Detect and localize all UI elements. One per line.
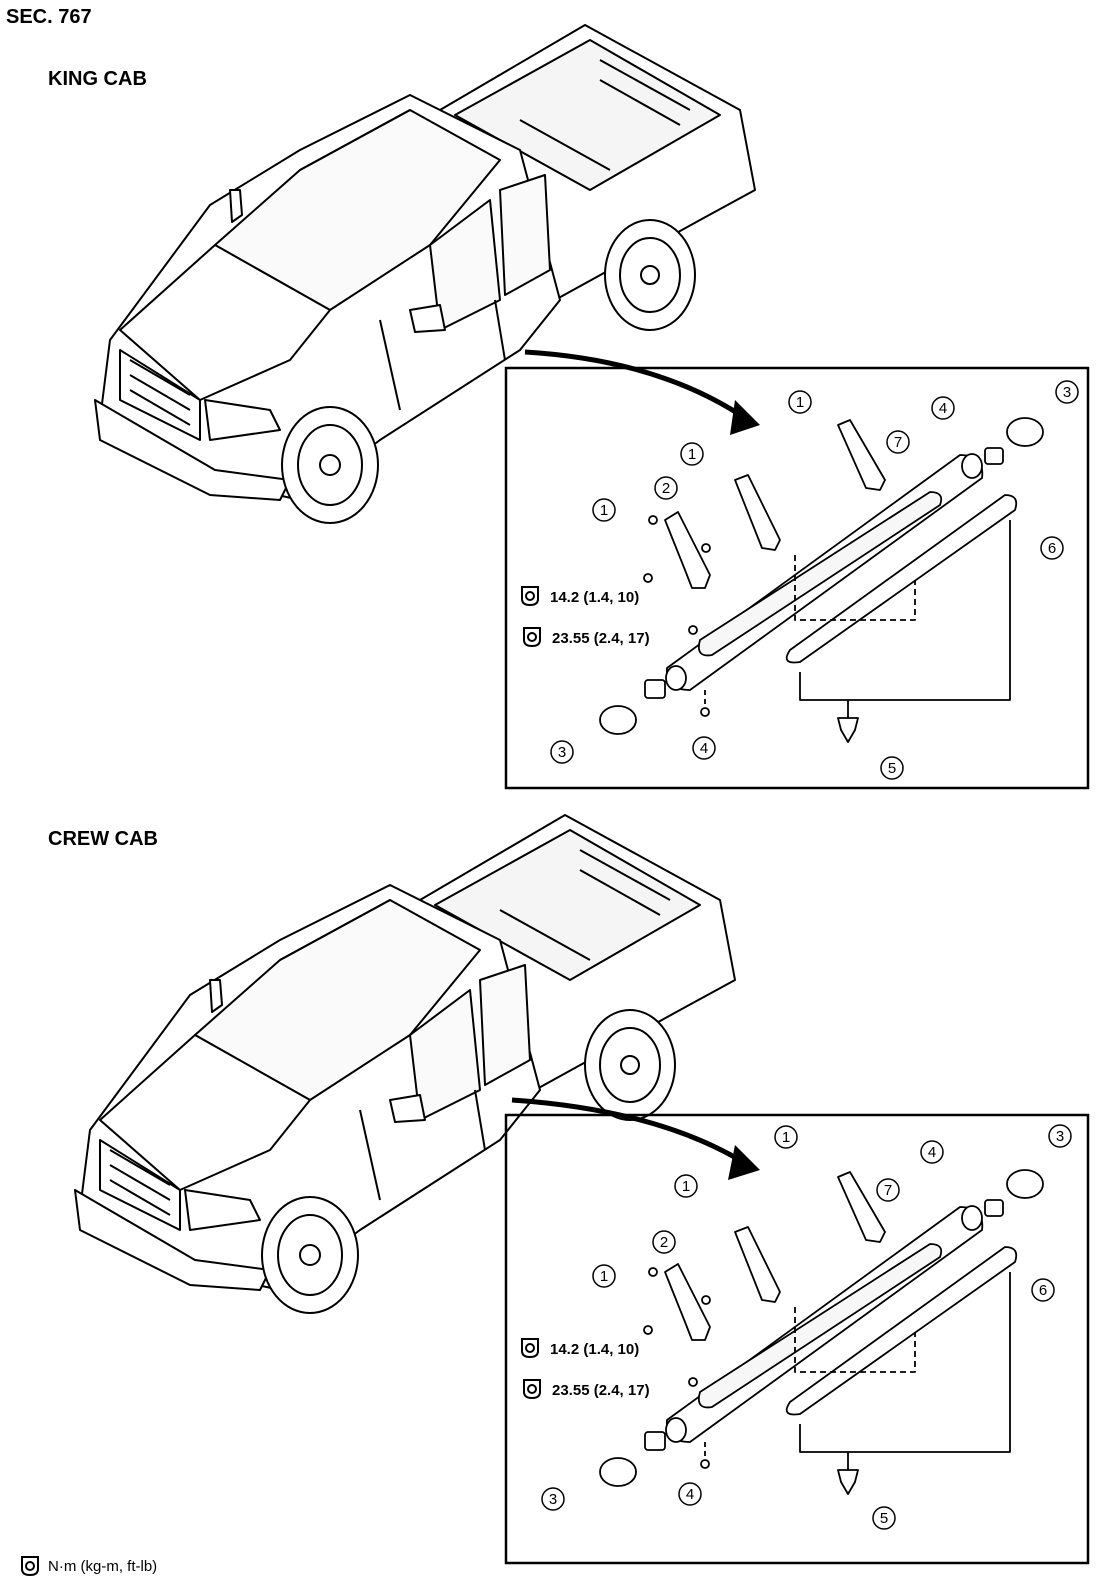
crew-callout-1b-label: 1 [682, 1178, 690, 1195]
callout-4b: 4 [692, 736, 716, 760]
callout-3a-label: 3 [1063, 384, 1071, 401]
callout-2: 2 [654, 476, 678, 500]
crew-callout-4b: 4 [678, 1482, 702, 1506]
king-cab-detail-frame [504, 366, 1090, 790]
crew-callout-5-label: 5 [880, 1510, 888, 1527]
section-code: SEC. 767 [6, 6, 92, 28]
callout-7-label: 7 [894, 434, 902, 451]
callout-1c: 1 [592, 498, 616, 522]
section-title-crew-cab: CREW CAB [48, 828, 158, 850]
callout-4a-label: 4 [939, 400, 947, 417]
callout-1a: 1 [788, 390, 812, 414]
crew-callout-7-label: 7 [884, 1182, 892, 1199]
callout-1b: 1 [680, 442, 704, 466]
crew-callout-4a-label: 4 [928, 1144, 936, 1161]
king-torque-2: 23.55 (2.4, 17) [552, 630, 650, 647]
crew-callout-7: 7 [876, 1178, 900, 1202]
crew-callout-3a-label: 3 [1056, 1128, 1064, 1145]
callout-4a: 4 [931, 396, 955, 420]
callout-6-label: 6 [1048, 540, 1056, 557]
crew-torque-2: 23.55 (2.4, 17) [552, 1382, 650, 1399]
torque-icon [521, 586, 539, 606]
torque-icon [523, 1379, 541, 1399]
crew-callout-1c-label: 1 [600, 1268, 608, 1285]
king-cab-arrow [524, 349, 750, 423]
crew-callout-4b-label: 4 [686, 1486, 694, 1503]
crew-callout-3b: 3 [541, 1487, 565, 1511]
callout-1b-label: 1 [688, 446, 696, 463]
crew-cab-running-board-parts [599, 1169, 1044, 1495]
crew-callout-1c: 1 [592, 1264, 616, 1288]
legend-text: N·m (kg-m, ft-lb) [48, 1557, 158, 1575]
king-torque-1: 14.2 (1.4, 10) [550, 589, 639, 606]
crew-callout-6: 6 [1031, 1278, 1055, 1302]
crew-cab-arrow [511, 1097, 750, 1168]
section-title-king-cab: KING CAB [48, 68, 147, 90]
legend: N·m (kg-m, ft-lb) [20, 1555, 157, 1577]
king-cab-truck-illustration [94, 24, 756, 524]
crew-callout-1b: 1 [674, 1174, 698, 1198]
crew-callout-1a-label: 1 [782, 1129, 790, 1146]
callout-5: 5 [880, 756, 904, 780]
crew-callout-4a: 4 [920, 1140, 944, 1164]
callout-5-label: 5 [888, 760, 896, 777]
crew-callout-3b-label: 3 [549, 1491, 557, 1508]
crew-callout-3a: 3 [1048, 1124, 1072, 1148]
callout-3b-label: 3 [558, 744, 566, 761]
callout-3b: 3 [550, 740, 574, 764]
king-cab-running-board-parts [599, 417, 1044, 743]
king-cab-arrow-head [730, 400, 760, 435]
crew-cab-detail-frame [504, 1113, 1090, 1565]
callout-4b-label: 4 [700, 740, 708, 757]
crew-cab-arrow-head [728, 1145, 760, 1180]
crew-callout-5: 5 [872, 1506, 896, 1530]
crew-torque-1: 14.2 (1.4, 10) [550, 1341, 639, 1358]
callout-2-label: 2 [662, 480, 670, 497]
torque-icon [523, 627, 541, 647]
torque-icon [21, 1556, 39, 1577]
crew-callout-6-label: 6 [1039, 1282, 1047, 1299]
crew-callout-2: 2 [652, 1230, 676, 1254]
callout-7: 7 [886, 430, 910, 454]
callout-6: 6 [1040, 536, 1064, 560]
crew-cab-truck-illustration [74, 814, 736, 1314]
callout-1c-label: 1 [600, 502, 608, 519]
crew-callout-1a: 1 [774, 1125, 798, 1149]
crew-callout-2-label: 2 [660, 1234, 668, 1251]
callout-3a: 3 [1055, 380, 1079, 404]
torque-icon [521, 1338, 539, 1358]
callout-1a-label: 1 [796, 394, 804, 411]
